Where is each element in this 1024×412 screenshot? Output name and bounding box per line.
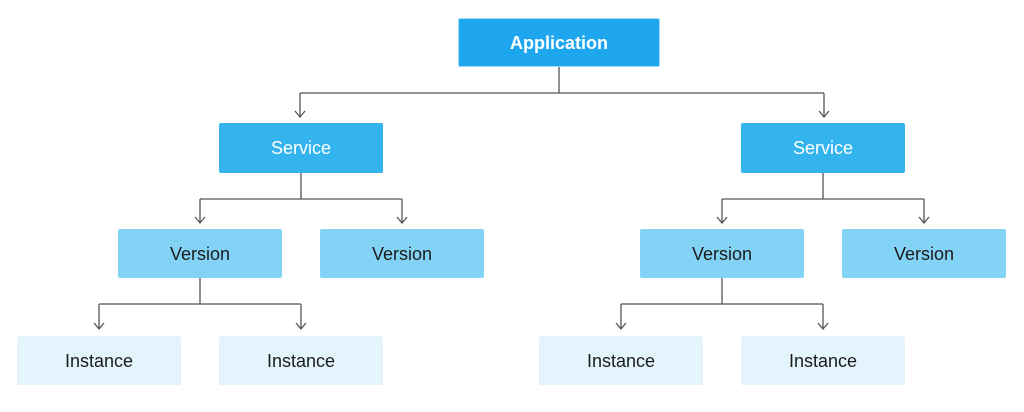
arrowhead-icon (294, 110, 306, 119)
connector-service-left-to-versions (199, 173, 403, 223)
connector-version-right-to-instances (620, 278, 824, 329)
instance-node-4: Instance (741, 336, 905, 385)
version-label: Version (893, 243, 955, 264)
instance-label: Instance (788, 350, 858, 371)
application-label: Application (510, 32, 608, 53)
arrowhead-icon (295, 322, 307, 331)
version-node-right-b: Version (842, 229, 1006, 278)
service-label: Service (270, 138, 332, 158)
instance-node-1: Instance (17, 336, 181, 385)
arrowhead-icon (918, 216, 930, 225)
connector-service-right-to-versions (721, 173, 925, 223)
service-label: Service (792, 138, 854, 158)
version-label: Version (169, 243, 231, 264)
connector-app-to-services (299, 67, 825, 117)
version-node-left-b: Version (320, 229, 484, 278)
instance-label: Instance (64, 350, 134, 371)
application-node: Application (458, 18, 660, 67)
instance-node-3: Instance (539, 336, 703, 385)
service-node-left: Service (219, 123, 383, 173)
arrowhead-icon (396, 216, 408, 225)
arrowhead-icon (716, 216, 728, 225)
arrowhead-icon (817, 322, 829, 331)
version-node-right-a: Version (640, 229, 804, 278)
version-node-left-a: Version (118, 229, 282, 278)
service-node-right: Service (741, 123, 905, 173)
arrowhead-icon (93, 322, 105, 331)
arrowhead-icon (194, 216, 206, 225)
version-label: Version (371, 243, 433, 264)
instance-label: Instance (266, 350, 336, 371)
connector-version-left-to-instances (98, 278, 302, 329)
instance-label: Instance (586, 350, 656, 371)
instance-node-2: Instance (219, 336, 383, 385)
version-label: Version (691, 243, 753, 264)
arrowhead-icon (818, 110, 830, 119)
arrowhead-icon (615, 322, 627, 331)
